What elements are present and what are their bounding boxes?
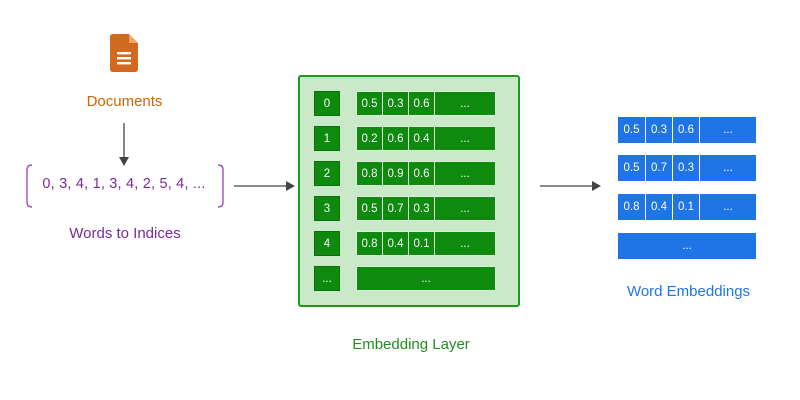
arrow-right-icon <box>540 181 601 191</box>
embedding-value-cell: 0.6 <box>383 127 409 150</box>
word-embedding-value-cell: ... <box>723 124 733 136</box>
embedding-value-cell: 0.1 <box>409 232 435 255</box>
word-embeddings-label: Word Embeddings <box>626 283 751 300</box>
arrow-right-icon <box>234 181 295 191</box>
embedding-value-cell: ... <box>435 92 495 115</box>
embedding-value-cell: 0.8 <box>357 232 383 255</box>
word-embedding-value-cell: 0.3 <box>646 117 673 143</box>
embedding-layer-label: Embedding Layer <box>352 336 470 353</box>
indices-sequence: 0, 3, 4, 1, 3, 4, 2, 5, 4, ... <box>42 176 206 192</box>
embedding-value-cell: ... <box>435 232 495 255</box>
embedding-value-cell: 0.4 <box>383 232 409 255</box>
embedding-value-cell: 0.2 <box>357 127 383 150</box>
indices-label: Words to Indices <box>69 225 181 242</box>
word-embedding-value-cell: 0.6 <box>673 117 700 143</box>
embedding-value-cell: 0.6 <box>409 92 435 115</box>
word-embedding-value-cell: 0.8 <box>618 194 646 220</box>
embedding-vector-row: ... <box>356 266 496 291</box>
embedding-value-cell: ... <box>435 162 495 185</box>
embedding-index-cell: 3 <box>314 196 340 221</box>
embedding-index-cell: ... <box>314 266 340 291</box>
word-embedding-value-cell: 0.5 <box>618 117 646 143</box>
document-icon <box>110 34 138 72</box>
embedding-value-cell: ... <box>435 127 495 150</box>
word-embedding-value-cell: 0.7 <box>646 155 673 181</box>
embedding-value-cell: 0.3 <box>409 197 435 220</box>
embedding-index-cell: 4 <box>314 231 340 256</box>
embedding-value-cell: 0.9 <box>383 162 409 185</box>
word-embedding-value-cell: ... <box>723 162 733 174</box>
embedding-value-cell: 0.4 <box>409 127 435 150</box>
word-embedding-value-cell: 0.5 <box>618 155 646 181</box>
embedding-value-cell: 0.5 <box>357 92 383 115</box>
embedding-value-cell: ... <box>435 197 495 220</box>
word-embedding-value-cell: ... <box>723 201 733 213</box>
embedding-value-cell: 0.6 <box>409 162 435 185</box>
embedding-value-cell: 0.7 <box>383 197 409 220</box>
embedding-value-cell: ... <box>357 267 495 290</box>
word-embedding-value-cell: ... <box>682 240 692 252</box>
word-embedding-row: ... <box>618 233 756 259</box>
word-embedding-value-cell: 0.4 <box>646 194 673 220</box>
embedding-value-cell: 0.5 <box>357 197 383 220</box>
embedding-index-cell: 2 <box>314 161 340 186</box>
embedding-index-cell: 0 <box>314 91 340 116</box>
documents-label: Documents <box>86 93 163 110</box>
embedding-index-cell: 1 <box>314 126 340 151</box>
word-embedding-value-cell: 0.3 <box>673 155 700 181</box>
arrow-down-icon <box>119 123 129 166</box>
indices-braces <box>26 164 224 208</box>
word-embedding-value-cell: 0.1 <box>673 194 700 220</box>
embedding-value-cell: 0.3 <box>383 92 409 115</box>
embedding-value-cell: 0.8 <box>357 162 383 185</box>
